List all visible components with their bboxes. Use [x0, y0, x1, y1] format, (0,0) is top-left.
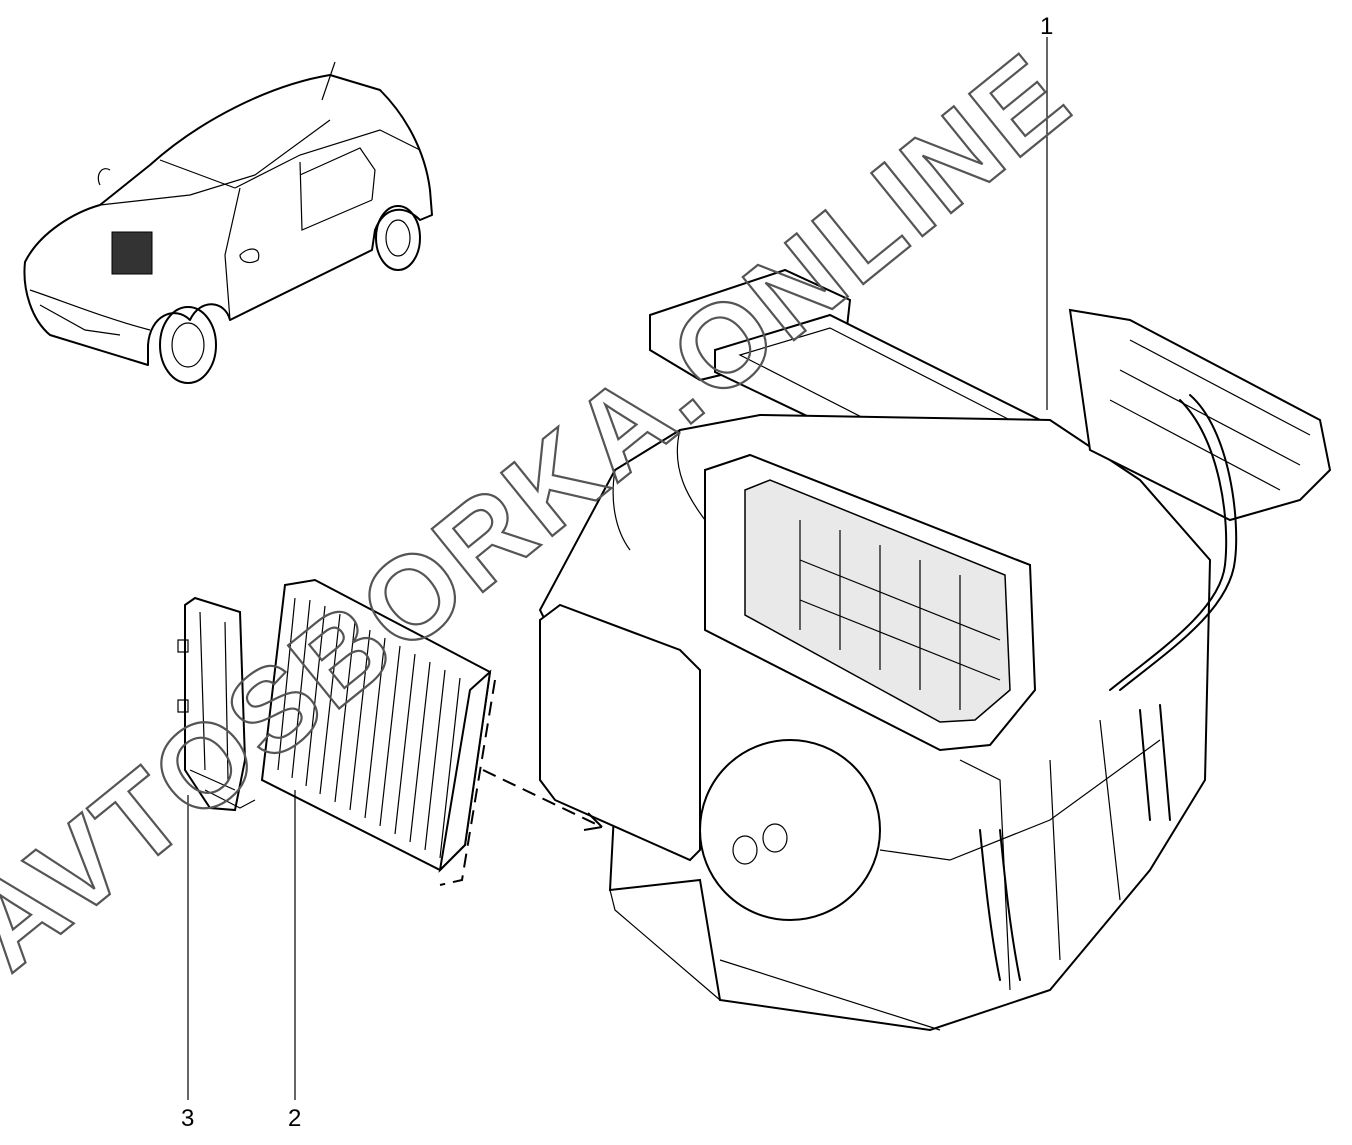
heater-unit-assembly	[538, 268, 1332, 1032]
callout-label-2: 2	[288, 1105, 301, 1132]
assembly-direction-arrow	[439, 679, 603, 886]
callout-label-1: 1	[1040, 13, 1053, 40]
callout-leaders	[187, 37, 1048, 1100]
vehicle-locator-illustration	[23, 61, 433, 384]
filter-cover	[177, 596, 256, 812]
callout-label-3: 3	[181, 1105, 194, 1132]
cabin-filter	[260, 578, 492, 873]
